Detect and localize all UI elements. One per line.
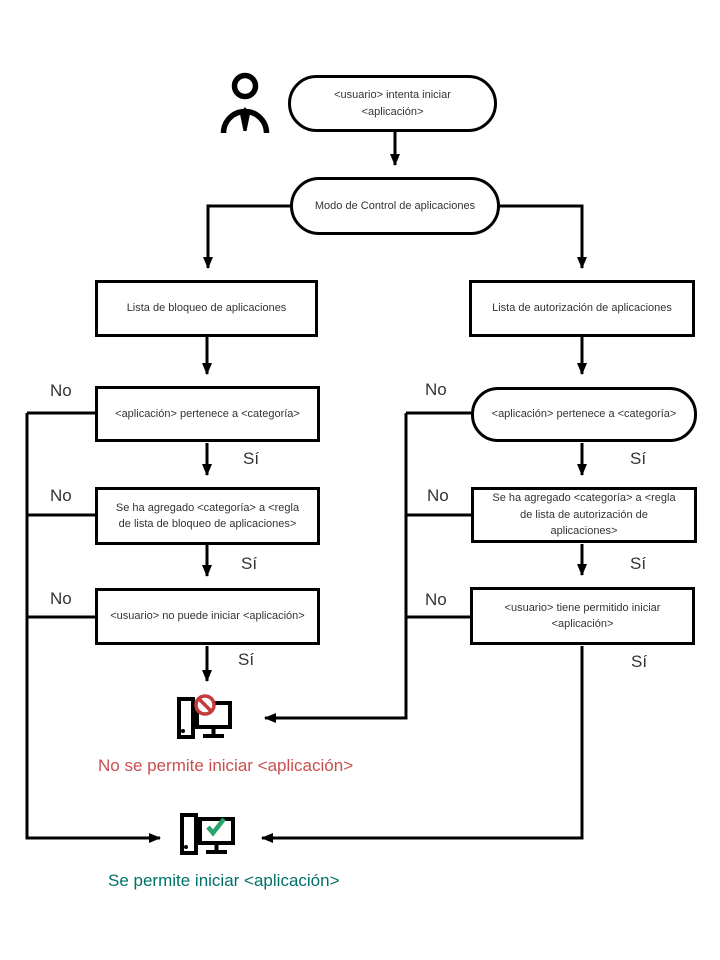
edge-label-no: No	[425, 590, 447, 609]
node-blocklist: Lista de bloqueo de aplicaciones	[95, 280, 318, 337]
blocked-result-label: No se permite iniciar <aplicación>	[98, 756, 354, 775]
edge-label-yes: Sí	[243, 449, 260, 468]
edge-label-no: No	[50, 486, 72, 505]
node-allow-rule: Se ha agregado <categoría> a <regla de l…	[471, 487, 697, 543]
node-block-rule: Se ha agregado <categoría> a <regla de l…	[95, 487, 320, 545]
edge-label-no: No	[425, 380, 447, 399]
edge-label-no: No	[50, 589, 72, 608]
node-allow-user: <usuario> tiene permitido iniciar <aplic…	[470, 587, 695, 645]
edge-label-yes: Sí	[631, 652, 648, 671]
node-block-category: <aplicación> pertenece a <categoría>	[95, 386, 320, 442]
edge-label-yes: Sí	[241, 554, 258, 573]
blocked-computer-icon	[177, 694, 232, 739]
node-allow-category: <aplicación> pertenece a <categoría>	[471, 387, 697, 442]
edge-label-yes: Sí	[630, 554, 647, 573]
node-start: <usuario> intenta iniciar <aplicación>	[288, 75, 497, 132]
tower-led-dot	[184, 845, 188, 849]
edge-label-no: No	[50, 381, 72, 400]
allowed-result-label: Se permite iniciar <aplicación>	[108, 871, 340, 890]
allowed-computer-icon	[180, 813, 235, 855]
node-block-user: <usuario> no puede iniciar <aplicación>	[95, 588, 320, 645]
node-control-mode: Modo de Control de aplicaciones	[290, 177, 500, 235]
edge-label-yes: Sí	[630, 449, 647, 468]
tower-led-dot	[181, 729, 185, 733]
user-icon	[220, 72, 270, 134]
edge-label-no: No	[427, 486, 449, 505]
prohibition-icon	[194, 694, 216, 716]
node-allowlist: Lista de autorización de aplicaciones	[469, 280, 695, 337]
checkmark-icon	[206, 817, 226, 837]
edge-label-yes: Sí	[238, 650, 255, 669]
